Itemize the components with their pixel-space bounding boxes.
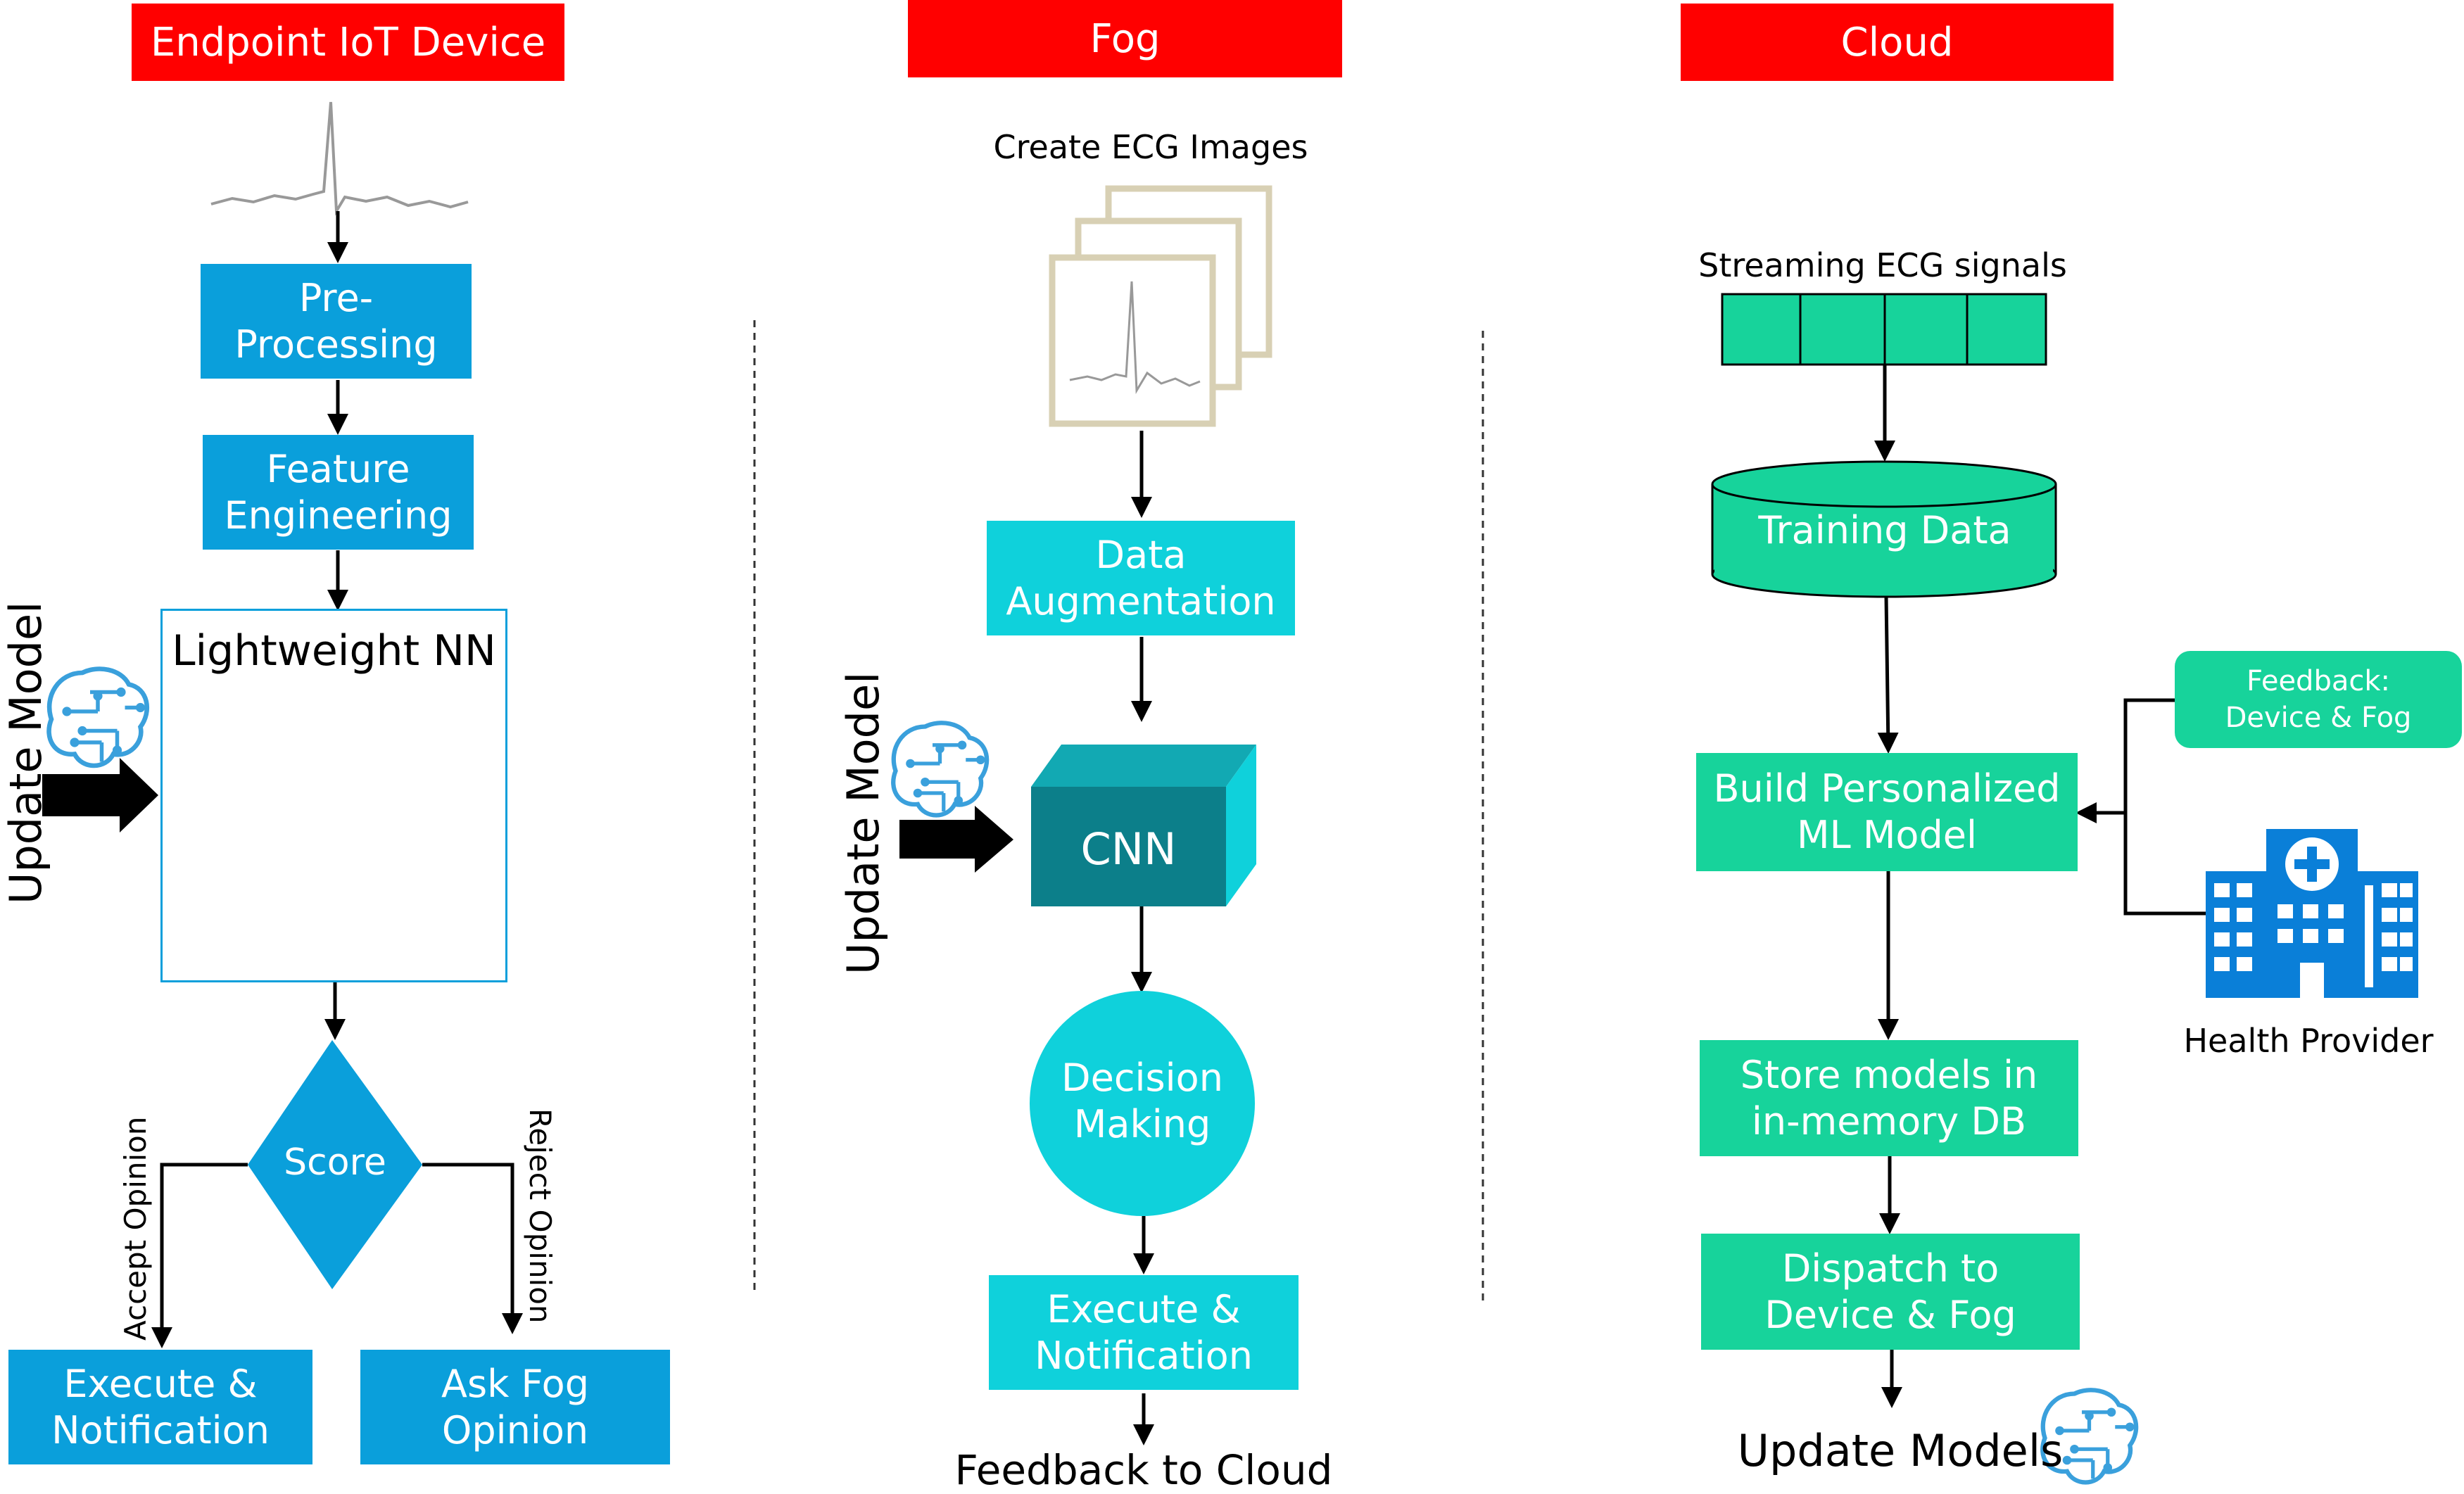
feedback-to-cloud-label: Feedback to Cloud	[954, 1446, 1333, 1494]
streaming-ecg-label: Streaming ECG signals	[1698, 246, 2067, 284]
header-endpoint: Endpoint IoT Device	[132, 4, 564, 81]
header-cloud: Cloud	[1681, 4, 2114, 81]
build-personalized-model-box: Build Personalized ML Model	[1696, 753, 2078, 871]
decision-circle	[1030, 991, 1255, 1216]
hospital-building-icon	[2206, 829, 2418, 998]
feedback-box	[2175, 651, 2462, 748]
create-ecg-images-label: Create ECG Images	[993, 128, 1308, 166]
streaming-buffer	[1721, 293, 2047, 366]
health-provider-label: Health Provider	[2183, 1022, 2434, 1060]
update-model-label-endpoint: Update Model	[0, 601, 51, 904]
accept-opinion-label: Accept Opinion	[118, 1116, 153, 1341]
update-model-arrow-fog	[899, 806, 1013, 873]
brain-circuit-icon	[893, 723, 987, 815]
cnn-label: CNN	[1080, 823, 1177, 875]
image-stack-icon	[1049, 185, 1272, 427]
brain-circuit-icon	[49, 669, 147, 766]
training-data-label: Training Data	[1758, 508, 2011, 552]
cnn-block	[1031, 745, 1256, 906]
lightweight-nn-box	[160, 609, 507, 982]
score-diamond	[248, 1040, 422, 1289]
update-model-arrow-endpoint	[42, 758, 158, 833]
dispatch-box: Dispatch to Device & Fog	[1701, 1234, 2080, 1350]
fog-execute-notification-box: Execute & Notification	[989, 1275, 1299, 1390]
feature-engineering-box: Feature Engineering	[203, 435, 474, 550]
nn-title: Lightweight NN	[172, 626, 496, 676]
reject-opinion-label: Reject Opinion	[523, 1108, 557, 1324]
feedback-device-fog-label: Feedback: Device & Fog	[2225, 665, 2412, 734]
score-label: Score	[284, 1141, 386, 1184]
header-fog: Fog	[908, 0, 1342, 77]
ecg-waveform-icon	[210, 101, 469, 216]
store-models-box: Store models in in-memory DB	[1700, 1040, 2078, 1156]
pre-processing-box: Pre- Processing	[201, 264, 472, 379]
database-cylinder-icon	[1711, 460, 2057, 598]
decision-making-label: Decision Making	[1061, 1056, 1223, 1146]
execute-notification-box: Execute & Notification	[8, 1350, 312, 1464]
update-models-label: Update Models	[1737, 1425, 2064, 1476]
data-augmentation-box: Data Augmentation	[987, 521, 1295, 635]
update-model-label-fog: Update Model	[838, 671, 889, 975]
ask-fog-opinion-box: Ask Fog Opinion	[360, 1350, 670, 1464]
